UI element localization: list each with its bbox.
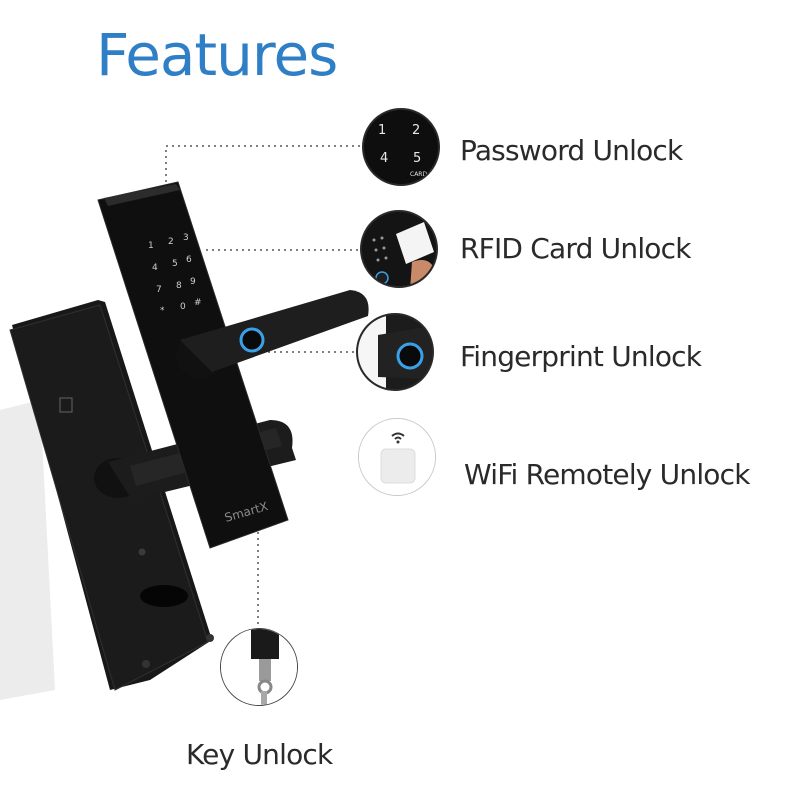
feature-label-fingerprint: Fingerprint Unlock — [460, 340, 702, 373]
svg-text:2: 2 — [412, 123, 420, 138]
feature-label-wifi: WiFi Remotely Unlock — [464, 458, 750, 491]
svg-text:9: 9 — [190, 277, 196, 287]
svg-text:4: 4 — [380, 151, 388, 166]
svg-text:0: 0 — [180, 302, 186, 312]
fingerprint-icon — [356, 313, 434, 391]
feature-label-rfid: RFID Card Unlock — [460, 232, 691, 265]
keypad-icon: 1 2 4 5 CARD — [362, 108, 440, 186]
svg-text:5: 5 — [172, 259, 178, 269]
svg-text:CARD: CARD — [410, 171, 427, 178]
feature-label-password: Password Unlock — [460, 134, 683, 167]
feature-label-key: Key Unlock — [186, 738, 333, 771]
rfid-card-icon — [360, 210, 438, 288]
wifi-gateway-icon — [358, 418, 436, 496]
page-title: Features — [96, 21, 338, 89]
svg-text:8: 8 — [176, 281, 182, 291]
svg-text:1: 1 — [148, 241, 154, 251]
svg-text:2: 2 — [168, 237, 174, 247]
svg-text:*: * — [160, 306, 165, 316]
svg-text:5: 5 — [413, 151, 421, 166]
svg-text:#: # — [194, 298, 202, 308]
svg-text:7: 7 — [156, 285, 162, 295]
svg-text:1: 1 — [378, 123, 386, 138]
svg-text:4: 4 — [152, 263, 158, 273]
svg-text:6: 6 — [186, 255, 192, 265]
key-icon — [220, 628, 298, 706]
svg-text:3: 3 — [183, 233, 189, 243]
